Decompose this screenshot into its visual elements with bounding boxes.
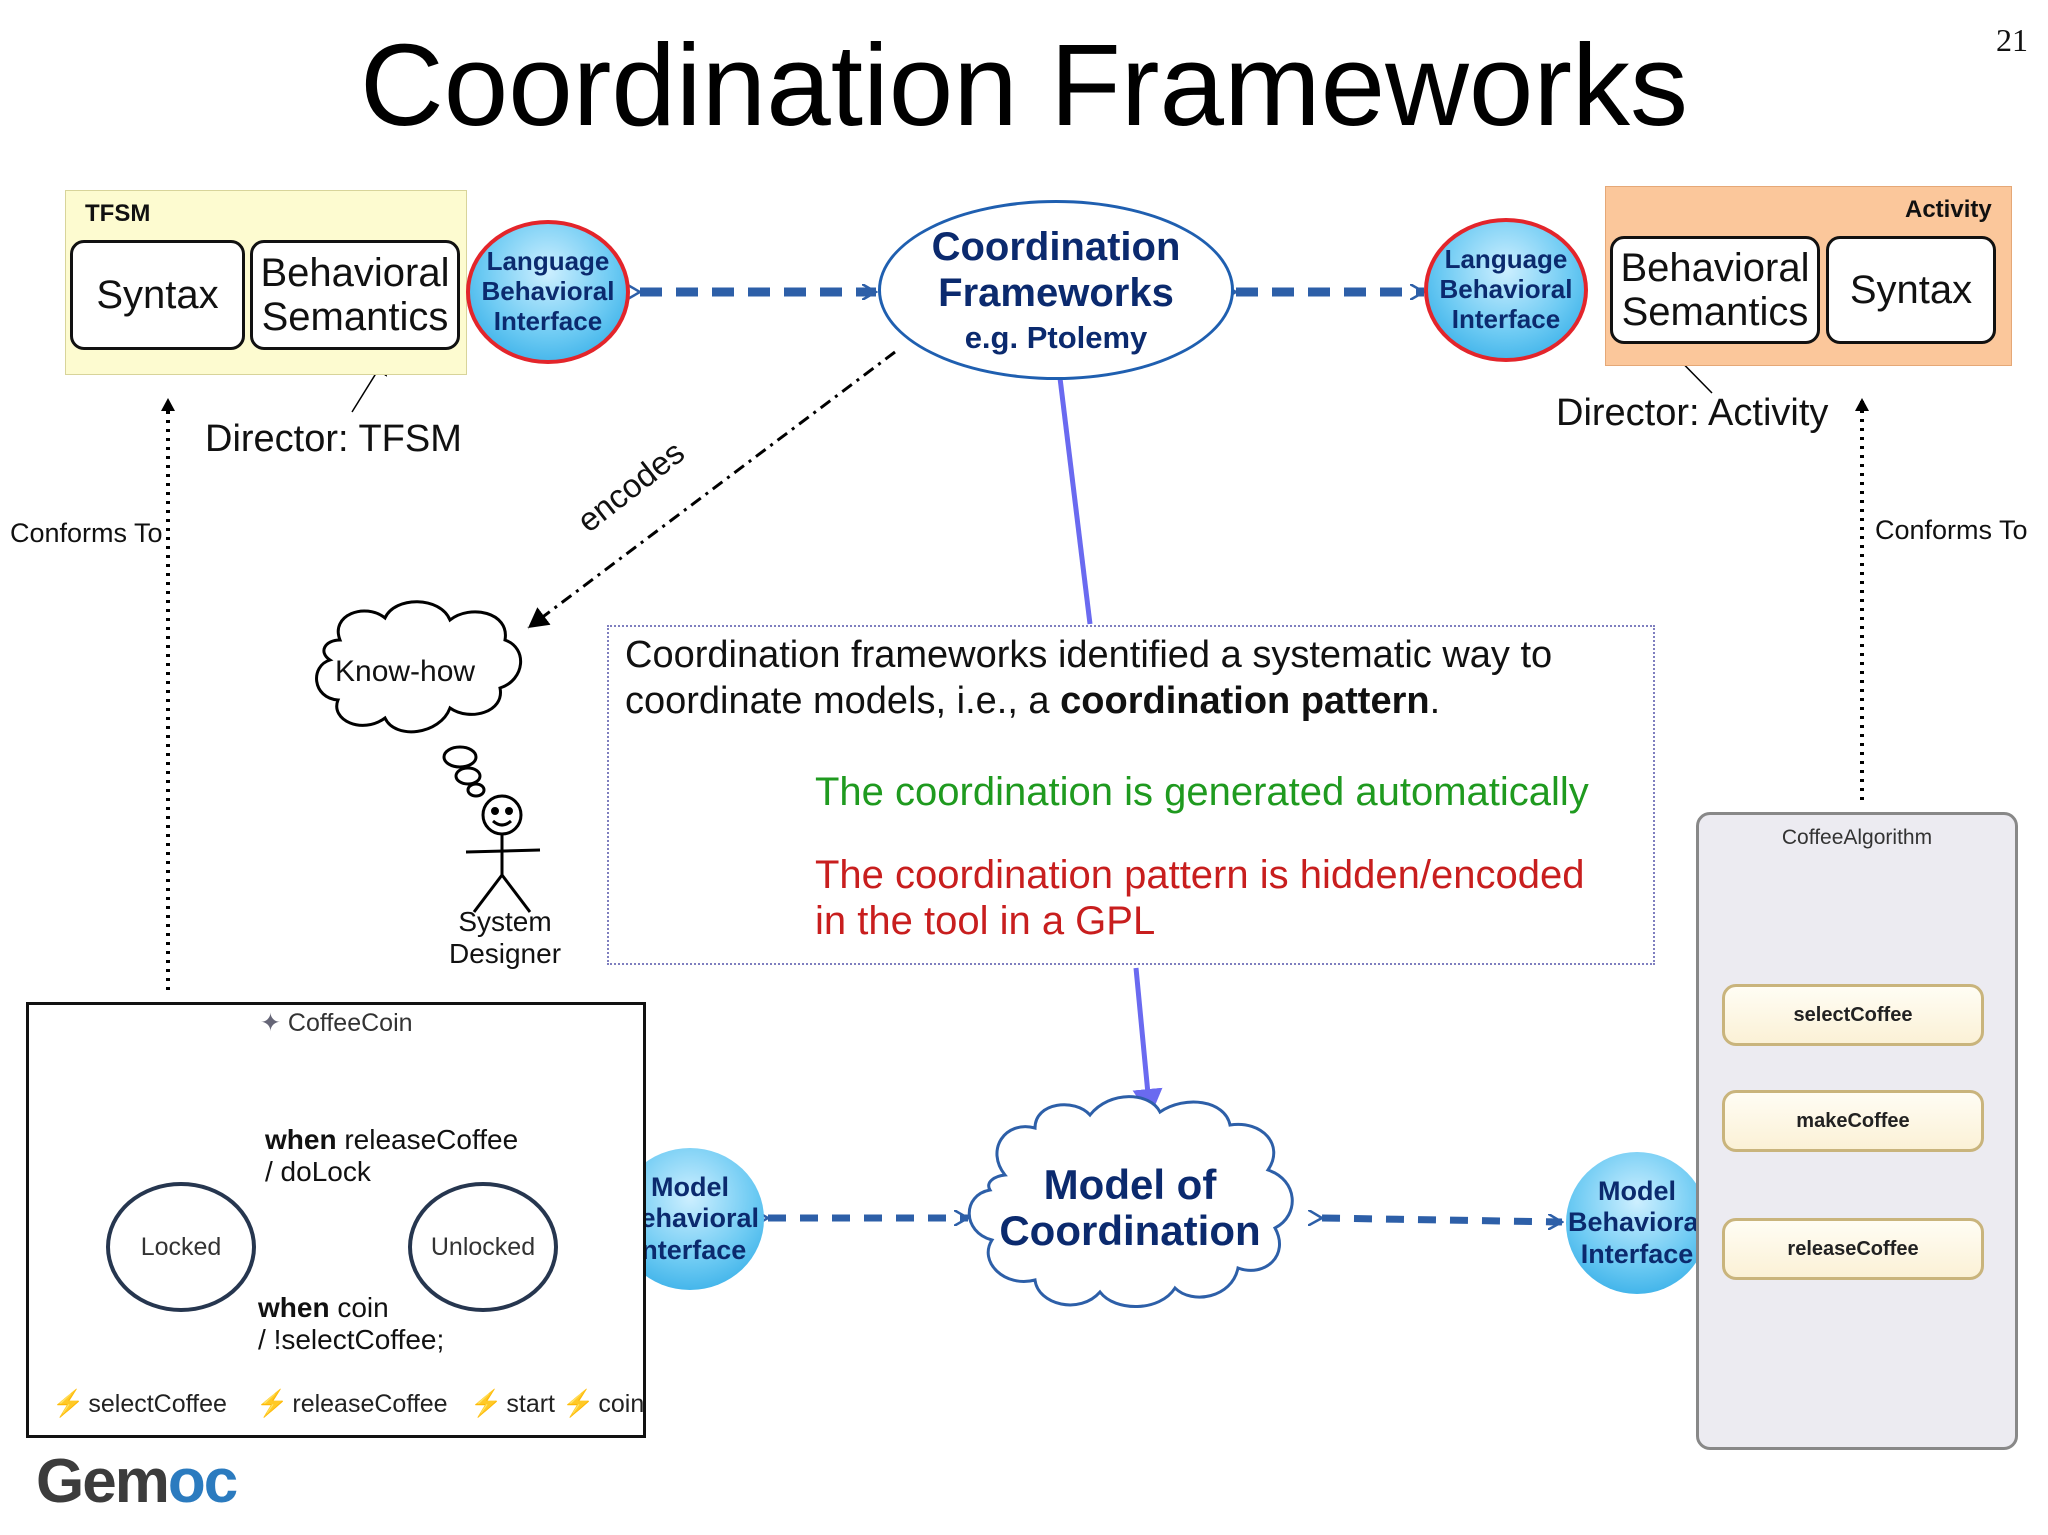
event-start-label: start (506, 1390, 555, 1418)
mbi-right-bubble: Model Behavioral Interface (1566, 1152, 1708, 1294)
action-release-coffee-label: releaseCoffee (1787, 1237, 1919, 1260)
lightning-icon: ⚡ (562, 1388, 595, 1418)
coffee-algorithm-title: CoffeeAlgorithm (1781, 826, 1933, 849)
t2-slash: / (258, 1324, 274, 1355)
mbi-right-connector (1322, 1218, 1562, 1222)
mbi-left-line1: Model (651, 1172, 729, 1203)
coordination-note-box (607, 625, 1655, 965)
lbi-right-line2: Behavioral (1439, 274, 1573, 305)
tfsm-semantics-box: Behavioral Semantics (250, 240, 460, 350)
tfsm-semantics-line2: Semantics (261, 295, 449, 339)
model-of-coordination-line1: Model of (1043, 1161, 1217, 1208)
advantage-text: The coordination is generated automatica… (815, 770, 1589, 814)
note-to-cloud-arrow (1132, 967, 1163, 1117)
tfsm-label: TFSM (85, 200, 151, 227)
action-release-coffee: releaseCoffee (1722, 1218, 1984, 1280)
mbi-left-line3: Interface (633, 1234, 747, 1265)
lbi-right-bubble: Language Behavioral Interface (1424, 218, 1588, 362)
gemoc-logo: Gemoc (36, 1446, 238, 1517)
coordination-note-text: Coordination frameworks identified a sys… (625, 632, 1645, 724)
mbi-right-line2: Behavioral (1567, 1207, 1707, 1238)
activity-semantics-box: Behavioral Semantics (1610, 236, 1820, 344)
t2-event: coin (329, 1292, 389, 1323)
system-designer-line2: Designer (448, 938, 562, 969)
lbi-left-bubble: Language Behavioral Interface (466, 220, 630, 364)
activity-syntax-box: Syntax (1826, 236, 1996, 344)
note-text-part1: Coordination frameworks identified a sys… (625, 634, 1553, 722)
activity-syntax-text: Syntax (1849, 268, 1973, 312)
tfsm-syntax-box: Syntax (70, 240, 245, 350)
model-of-coordination-cloud (967, 1095, 1294, 1308)
action-select-coffee: selectCoffee (1722, 984, 1984, 1046)
lightning-icon: ⚡ (256, 1388, 289, 1418)
activity-semantics-line1: Behavioral (1620, 246, 1810, 290)
action-make-coffee: makeCoffee (1722, 1090, 1984, 1152)
encodes-arrow (527, 350, 896, 630)
t2-action: !selectCoffee; (273, 1324, 445, 1355)
lbi-left-line1: Language (486, 246, 610, 277)
state-unlocked-label: Unlocked (430, 1232, 536, 1261)
event-release-coffee-label: releaseCoffee (292, 1390, 448, 1418)
conforms-to-right-label: Conforms To (1875, 515, 2028, 545)
system-designer-label: System Designer (440, 906, 570, 970)
event-start: ⚡start (470, 1388, 555, 1419)
coordination-frameworks-ellipse: Coordination Frameworks e.g. Ptolemy (878, 200, 1234, 380)
state-locked-label: Locked (140, 1232, 222, 1261)
logo-part1: Gem (36, 1447, 170, 1516)
activity-semantics-line2: Semantics (1621, 290, 1809, 334)
director-activity-label: Director: Activity (1556, 392, 1829, 434)
transition-release-label: when releaseCoffee / doLock (265, 1124, 518, 1188)
lbi-left-line3: Interface (493, 305, 603, 336)
coord-frameworks-line2: Frameworks (938, 271, 1174, 315)
activity-label: Activity (1905, 196, 1992, 223)
mbi-right-line1: Model (1598, 1176, 1676, 1207)
director-tfsm-label: Director: TFSM (205, 418, 462, 460)
state-locked: Locked (106, 1182, 256, 1312)
model-of-coordination-line2: Coordination (999, 1207, 1261, 1254)
action-make-coffee-label: makeCoffee (1796, 1109, 1910, 1132)
diamond-icon: ✦ (260, 1009, 288, 1037)
t1-action: / doLock (265, 1156, 371, 1187)
logo-part2: oc (167, 1447, 238, 1516)
lbi-right-line1: Language (1444, 244, 1568, 275)
t1-when: when (265, 1124, 337, 1155)
page-number: 21 (1996, 22, 2028, 58)
action-select-coffee-label: selectCoffee (1793, 1003, 1913, 1026)
system-designer-figure (465, 794, 541, 913)
conforms-to-left-label: Conforms To (10, 518, 163, 548)
event-release-coffee: ⚡releaseCoffee (256, 1388, 448, 1419)
event-coin: ⚡coin (562, 1388, 644, 1419)
event-select-coffee-label: selectCoffee (88, 1390, 227, 1418)
mbi-right-line3: Interface (1580, 1238, 1694, 1269)
coffee-coin-title-text: CoffeeCoin (287, 1009, 413, 1037)
note-text-end: . (1429, 680, 1441, 722)
know-how-cloud (315, 600, 522, 734)
framework-to-note-line (1057, 377, 1093, 625)
drawback-line1: The coordination pattern is hidden/encod… (815, 853, 1585, 897)
model-of-coordination-label: Model of Coordination (960, 1162, 1300, 1254)
slide-title: Coordination Frameworks (359, 20, 1689, 150)
tfsm-semantics-line1: Behavioral (260, 251, 450, 295)
event-select-coffee: ⚡selectCoffee (52, 1388, 227, 1419)
note-text-bold: coordination pattern (1060, 680, 1430, 722)
lightning-icon: ⚡ (52, 1388, 85, 1418)
tfsm-syntax-text: Syntax (96, 273, 219, 317)
event-coin-label: coin (598, 1390, 645, 1418)
know-how-label: Know-how (335, 655, 476, 688)
transition-coin-label: when coin / !selectCoffee; (258, 1292, 444, 1356)
drawback-text: The coordination pattern is hidden/encod… (815, 852, 1635, 944)
coord-frameworks-example: e.g. Ptolemy (964, 320, 1148, 355)
lbi-left-line2: Behavioral (481, 276, 615, 307)
t2-when: when (258, 1292, 330, 1323)
lbi-right-line3: Interface (1451, 303, 1561, 334)
t1-event: releaseCoffee (336, 1124, 519, 1155)
coord-frameworks-line1: Coordination (931, 225, 1181, 269)
coffee-coin-title: ✦ CoffeeCoin (260, 1008, 413, 1038)
lightning-icon: ⚡ (470, 1388, 503, 1418)
system-designer-line1: System (458, 906, 552, 937)
state-unlocked: Unlocked (408, 1182, 558, 1312)
drawback-line2: in the tool in a GPL (815, 899, 1156, 943)
